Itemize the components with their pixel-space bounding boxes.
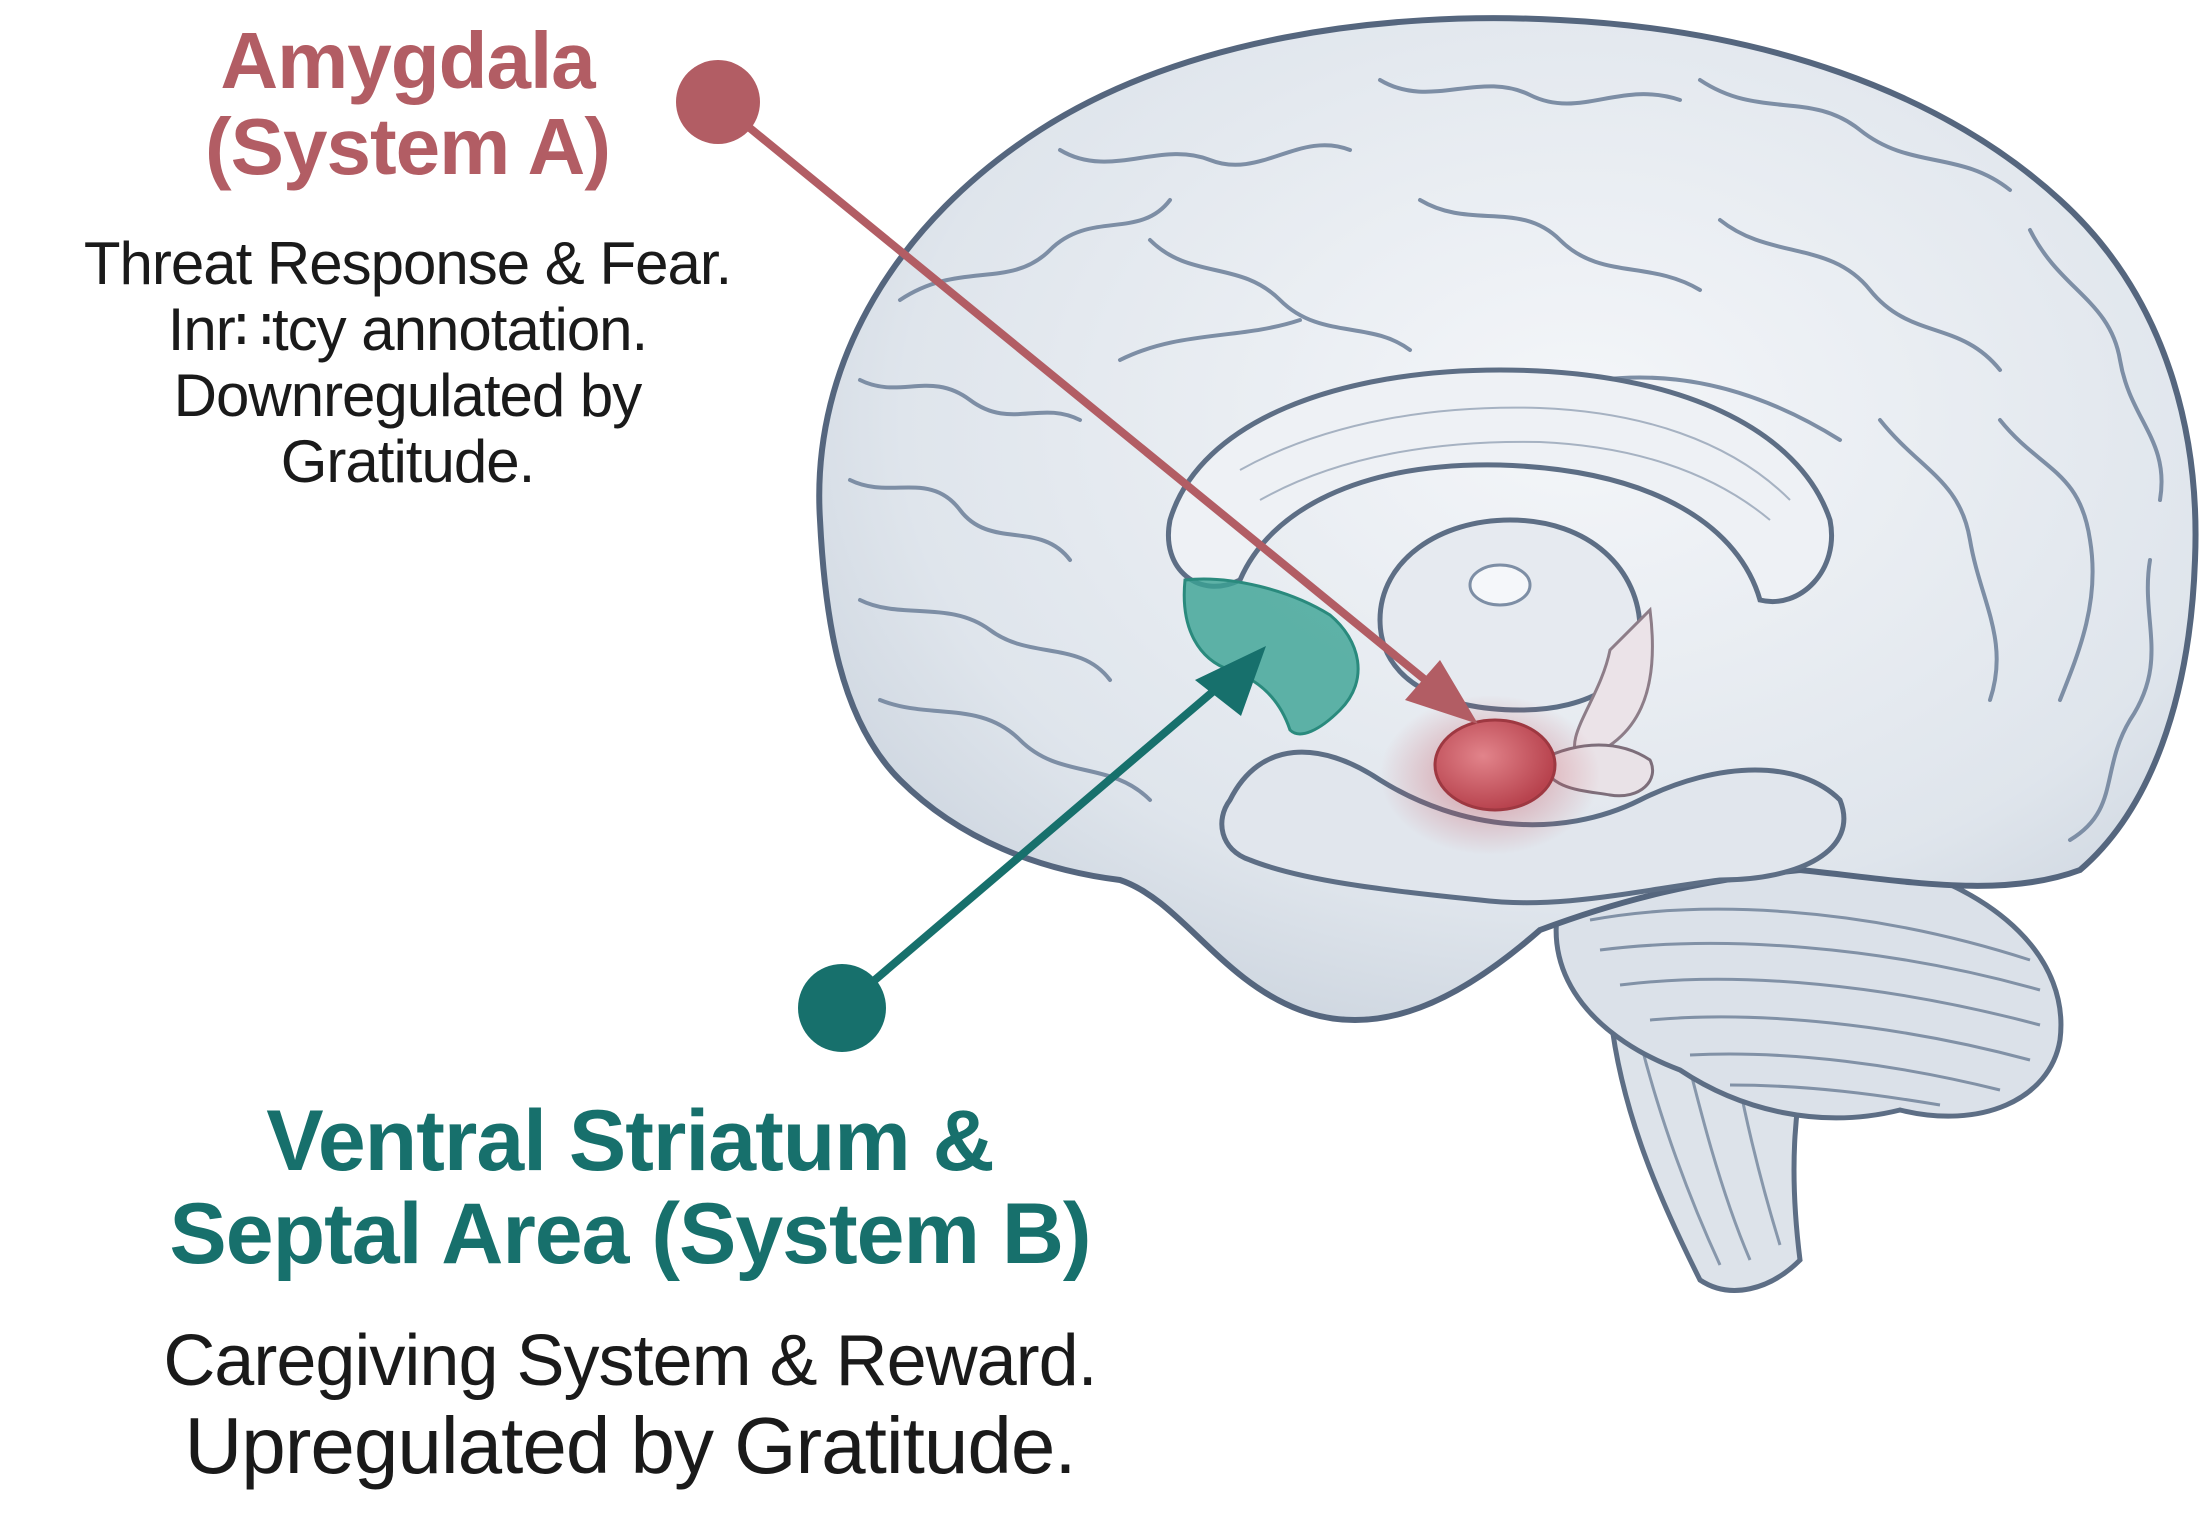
amygdala-label-block: Amygdala (System A) Threat Response & Fe…: [0, 18, 815, 495]
amygdala-highlight: [1435, 720, 1555, 810]
thalamus-core: [1470, 565, 1530, 605]
amygdala-title-line-1: Amygdala: [0, 18, 815, 104]
striatum-title: Ventral Striatum & Septal Area (System B…: [90, 1095, 1170, 1281]
amygdala-title-line-2: (System A): [0, 104, 815, 190]
amygdala-title: Amygdala (System A): [0, 18, 815, 191]
amygdala-desc-line-3: Downregulated by: [0, 363, 815, 429]
amygdala-desc-line-2: Inr∷tcy annotation.: [0, 297, 815, 363]
amygdala-desc-line-1: Threat Response & Fear.: [0, 231, 815, 297]
striatum-label-block: Ventral Striatum & Septal Area (System B…: [90, 1095, 1170, 1491]
amygdala-description: Threat Response & Fear. Inr∷tcy annotati…: [0, 231, 815, 495]
striatum-title-line-2: Septal Area (System B): [90, 1188, 1170, 1281]
amygdala-desc-line-4: Gratitude.: [0, 429, 815, 495]
striatum-desc-line-2: Upregulated by Gratitude.: [90, 1401, 1170, 1491]
striatum-title-line-1: Ventral Striatum &: [90, 1095, 1170, 1188]
striatum-description: Caregiving System & Reward. Upregulated …: [90, 1321, 1170, 1491]
striatum-desc-line-1: Caregiving System & Reward.: [90, 1321, 1170, 1402]
striatum-pointer-dot: [798, 964, 886, 1052]
